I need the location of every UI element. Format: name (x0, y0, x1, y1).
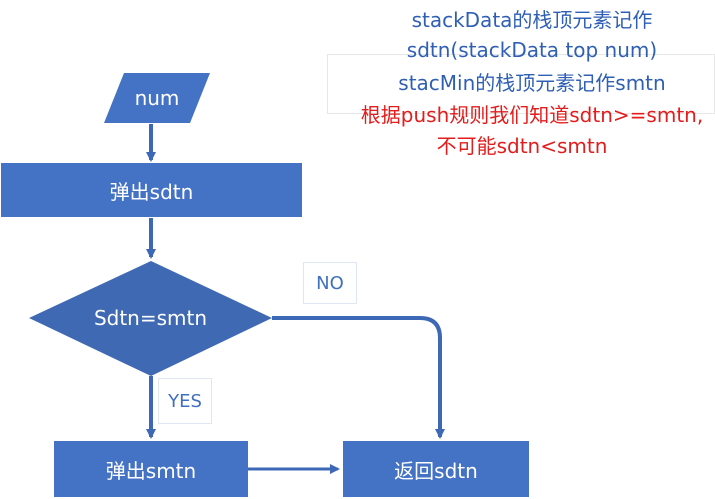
note-line-4: 根据push规则我们知道sdtn>=smtn, (360, 103, 704, 127)
decision-diamond-shape[interactable] (29, 261, 272, 376)
no-branch-label: NO (303, 262, 357, 304)
pop-sdtn-label: 弹出sdtn (109, 179, 194, 204)
note-line-3: stacMin的栈顶元素记作smtn (398, 71, 666, 95)
note-line-1: stackData的栈顶元素记作 (411, 8, 653, 32)
note-line-2: sdtn(stackData top num) (406, 38, 658, 62)
yes-branch-label: YES (158, 378, 212, 424)
decision-label: Sdtn=smtn (93, 306, 208, 330)
pop-smtn-label: 弹出smtn (105, 458, 197, 483)
return-sdtn-process-shape[interactable] (343, 441, 529, 497)
input-parallelogram-shape[interactable] (104, 73, 210, 123)
note-line-5: 不可能sdtn<smtn (436, 134, 608, 158)
connector-decision-no-to-return (272, 316, 445, 439)
pop-smtn-process-shape[interactable] (54, 441, 248, 497)
input-num-label: num (134, 86, 180, 110)
return-sdtn-label: 返回sdtn (394, 458, 478, 483)
pop-sdtn-process-shape[interactable] (1, 163, 302, 217)
